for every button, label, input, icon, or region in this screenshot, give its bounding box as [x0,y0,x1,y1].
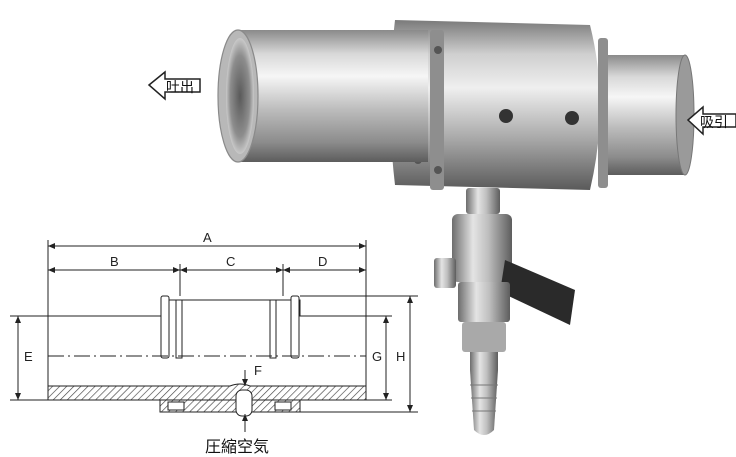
dim-label-f: F [254,363,262,378]
air-port-fitting [466,188,500,214]
dim-label-c: C [226,254,235,269]
discharge-tube [238,30,428,162]
hose-barb [470,370,498,435]
suction-tube [600,55,685,175]
flange-left [430,30,444,190]
ball-valve [452,214,512,282]
suction-label: 吸引 [700,115,728,131]
discharge-label: 吐出 [166,80,194,96]
discharge-arrow: 吐出 [147,70,201,101]
dim-label-h: H [396,349,405,364]
dim-label-e: E [24,349,33,364]
dim-label-g: G [372,349,382,364]
vent-hole [499,109,513,123]
vent-hole [565,111,579,125]
flange-right [598,38,608,188]
dim-label-b: B [110,254,119,269]
technical-drawing [10,240,418,432]
dim-label-d: D [318,254,327,269]
suction-arrow: 吸引 [686,105,736,136]
valve-handle [500,260,575,325]
product-photo [217,20,695,435]
compressed-air-label: 圧縮空気 [205,437,269,456]
hex-nipple [458,282,510,322]
dim-label-a: A [203,230,212,245]
